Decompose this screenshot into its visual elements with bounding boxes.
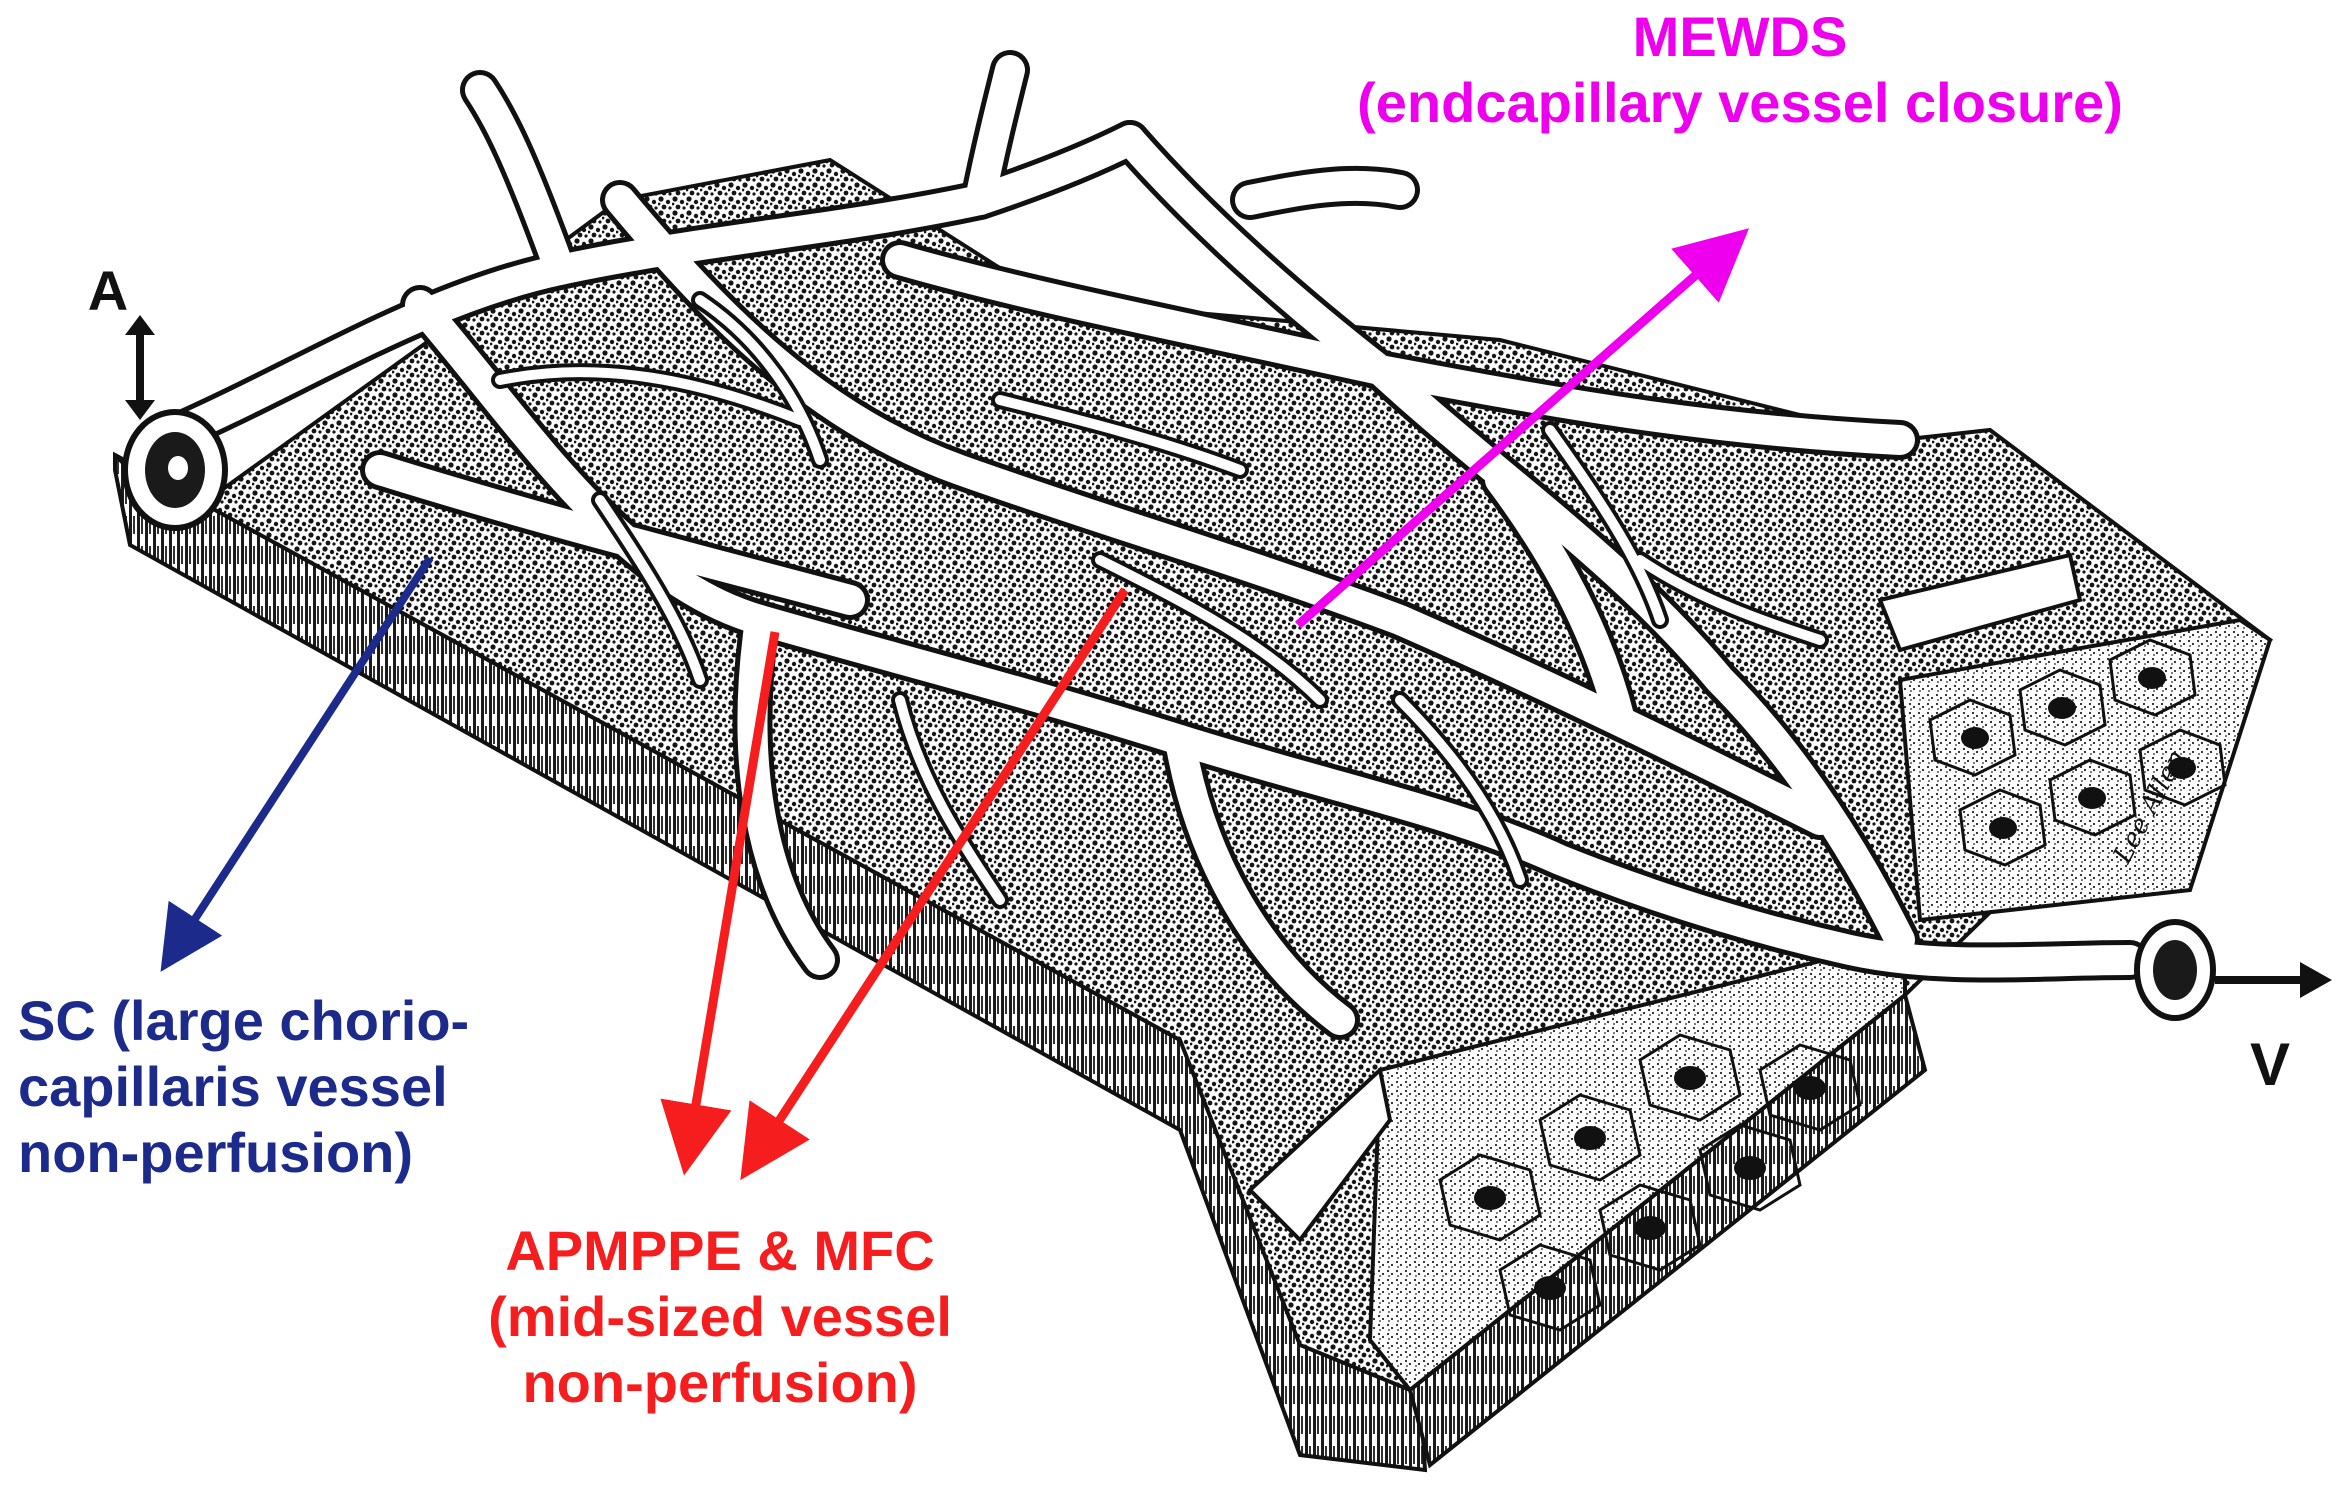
apmppe-line-2: (mid-sized vessel [488,1285,952,1348]
bruchs-membrane-block-lower [1247,1066,1393,1244]
artery-flow-indicator: A [88,259,155,420]
mewds-title: MEWDS [1632,5,1848,68]
artery-letter: A [88,259,128,322]
vein-letter: V [2250,1031,2290,1098]
mewds-arrow [1295,228,1750,629]
mewds-subtitle: (endcapillary vessel closure) [1357,71,2123,134]
sc-label: SC (large chorio- capillaris vessel non-… [18,988,469,1186]
vessel-network [140,50,2150,1040]
sc-line-1: SC (large chorio- [18,989,470,1052]
apmppe-arrow-left [660,631,780,1176]
sc-line-3: non-perfusion) [18,1121,414,1184]
sc-arrow [160,555,434,972]
vein-flow-indicator: V [2215,962,2332,1098]
venule-cut-end [2134,919,2216,1021]
apmppe-line-3: non-perfusion) [522,1351,918,1414]
apmppe-line-1: APMPPE & MFC [505,1219,935,1282]
apmppe-label: APMPPE & MFC (mid-sized vessel non-perfu… [440,1218,1000,1416]
apmppe-arrow-right [740,587,1129,1181]
rpe-cells-right [1897,617,2273,923]
rpe-cells-bottom [1367,937,1907,1393]
sc-line-2: capillaris vessel [18,1055,448,1118]
mewds-label: MEWDS (endcapillary vessel closure) [1290,4,2190,136]
arteriole-cut-end [122,409,228,531]
bruchs-membrane-block [1877,552,2083,653]
